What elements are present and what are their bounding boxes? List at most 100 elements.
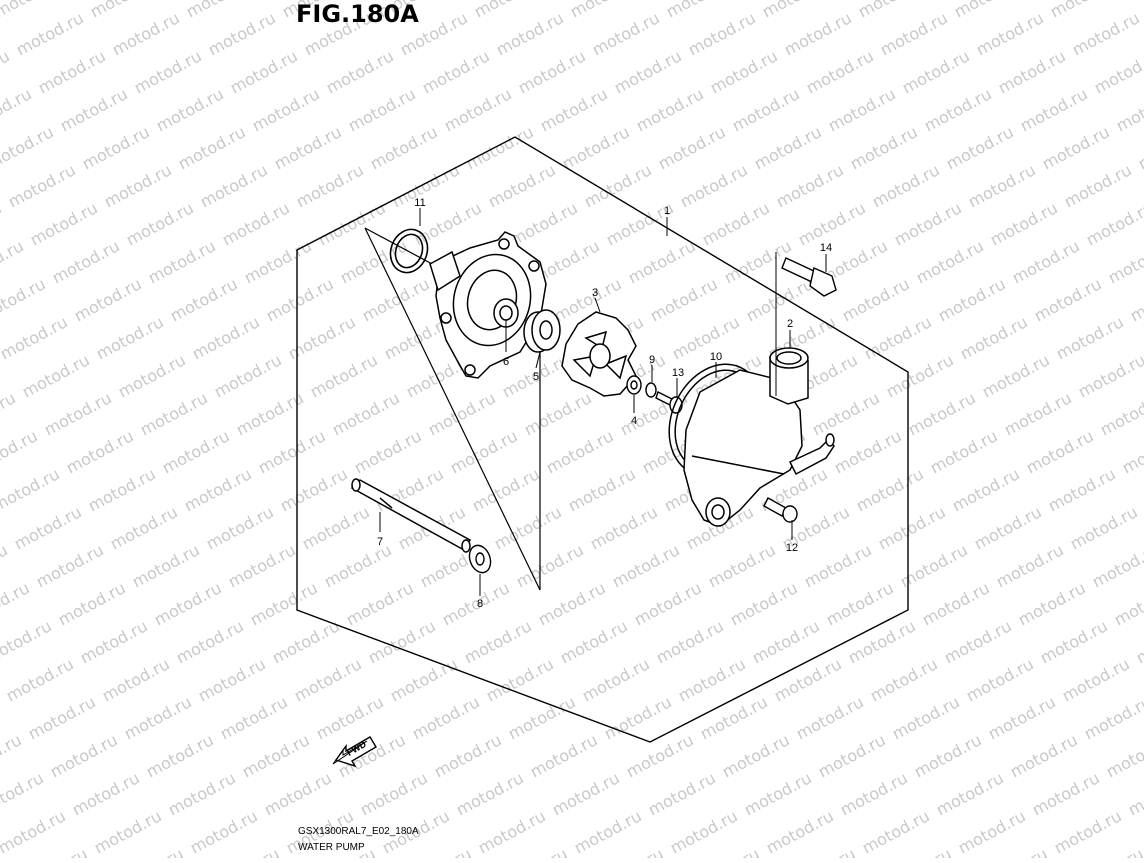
watermark-text: motod.ru	[203, 502, 277, 553]
watermark-text: motod.ru	[855, 0, 929, 22]
watermark-text: motod.ru	[205, 8, 279, 59]
watermark-text: motod.ru	[1097, 388, 1144, 439]
watermark-text: motod.ru	[321, 540, 395, 591]
watermark-text: motod.ru	[69, 768, 143, 819]
watermark-text: motod.ru	[57, 84, 131, 135]
impeller-part-3	[561, 311, 637, 397]
watermark-text: motod.ru	[137, 388, 211, 439]
watermark-text: motod.ru	[491, 502, 565, 553]
watermark-text: motod.ru	[1111, 578, 1144, 629]
watermark-text: motod.ru	[689, 844, 763, 858]
watermark-text: motod.ru	[271, 122, 345, 173]
watermark-text: motod.ru	[1045, 464, 1119, 515]
watermark-text: motod.ru	[409, 692, 483, 743]
watermark-text: motod.ru	[1103, 730, 1144, 781]
watermark-text: motod.ru	[1037, 616, 1111, 667]
watermark-text: motod.ru	[803, 46, 877, 97]
washer-part-4	[626, 375, 642, 395]
watermark-text: motod.ru	[187, 806, 261, 857]
watermark-text: motod.ru	[973, 8, 1047, 59]
oring-part-11	[389, 228, 429, 274]
watermark-text: motod.ru	[0, 806, 69, 857]
watermark-text: motod.ru	[0, 0, 65, 22]
watermark-text: motod.ru	[483, 654, 557, 705]
watermark-text: motod.ru	[699, 198, 773, 249]
callout-4: 4	[631, 415, 637, 427]
watermark-text: motod.ru	[41, 388, 115, 439]
watermark-text: motod.ru	[889, 692, 963, 743]
watermark-text: motod.ru	[0, 388, 19, 439]
watermark-text: motod.ru	[759, 0, 833, 22]
watermark-text: motod.ru	[633, 84, 707, 135]
watermark-text: motod.ru	[165, 768, 239, 819]
watermark-text: motod.ru	[123, 198, 197, 249]
watermark-text: motod.ru	[919, 578, 993, 629]
watermark-text: motod.ru	[899, 46, 973, 97]
watermark-text: motod.ru	[85, 464, 159, 515]
watermark-text: motod.ru	[727, 578, 801, 629]
watermark-text: motod.ru	[99, 654, 173, 705]
watermark-text: motod.ru	[219, 198, 293, 249]
callout-8: 8	[477, 598, 483, 610]
watermark-text: motod.ru	[847, 122, 921, 173]
watermark-text: motod.ru	[825, 84, 899, 135]
watermark-text: motod.ru	[0, 426, 41, 477]
watermark-text: motod.ru	[227, 46, 301, 97]
watermark-text: motod.ru	[1075, 350, 1144, 401]
watermark-text: motod.ru	[255, 426, 329, 477]
watermark-text: motod.ru	[743, 274, 817, 325]
watermark-text: motod.ru	[367, 122, 441, 173]
watermark-text: motod.ru	[1061, 160, 1135, 211]
watermark-text: motod.ru	[249, 84, 323, 135]
watermark-text: motod.ru	[729, 84, 803, 135]
bolt-part-12	[763, 497, 798, 523]
watermark-text: motod.ru	[1029, 768, 1103, 819]
watermark-text: motod.ru	[505, 692, 579, 743]
watermark-text: motod.ru	[839, 274, 913, 325]
watermark-text: motod.ru	[447, 426, 521, 477]
callout-14: 14	[820, 242, 832, 254]
watermark-text: motod.ru	[27, 198, 101, 249]
watermark-text: motod.ru	[1017, 84, 1091, 135]
watermark-text: motod.ru	[867, 654, 941, 705]
watermark-text: motod.ru	[921, 84, 995, 135]
watermark-text: motod.ru	[987, 198, 1061, 249]
watermark-text: motod.ru	[291, 654, 365, 705]
watermark-text: motod.ru	[995, 46, 1069, 97]
watermark-text: motod.ru	[167, 274, 241, 325]
watermark-text: motod.ru	[719, 730, 793, 781]
watermark-text: motod.ru	[173, 616, 247, 667]
callout-10: 10	[710, 351, 722, 363]
washer-part-8	[468, 544, 492, 574]
watermark-text: motod.ru	[861, 312, 935, 363]
watermark-text: motod.ru	[0, 464, 63, 515]
callout-5: 5	[533, 371, 539, 383]
watermark-text: motod.ru	[933, 768, 1007, 819]
watermark-text: motod.ru	[159, 426, 233, 477]
watermark-text: motod.ru	[537, 84, 611, 135]
watermark-text: motod.ru	[567, 0, 641, 22]
watermark-text: motod.ru	[0, 540, 11, 591]
watermark-text: motod.ru	[543, 426, 617, 477]
watermark-text: motod.ru	[831, 426, 905, 477]
watermark-text: motod.ru	[963, 654, 1037, 705]
watermark-text: motod.ru	[623, 730, 697, 781]
figure-title: FIG.180A	[296, 0, 419, 28]
shaft-part-7	[350, 478, 472, 553]
watermark-text: motod.ru	[721, 236, 795, 287]
watermark-text: motod.ru	[0, 616, 55, 667]
callout-12: 12	[786, 542, 798, 554]
watermark-text: motod.ru	[131, 46, 205, 97]
watermark-text: motod.ru	[0, 768, 47, 819]
watermark-text: motod.ru	[181, 464, 255, 515]
watermark-text: motod.ru	[763, 806, 837, 857]
watermark-text: motod.ru	[705, 540, 779, 591]
watermark-text: motod.ru	[419, 46, 493, 97]
watermark-text: motod.ru	[77, 616, 151, 667]
watermark-text: motod.ru	[35, 46, 109, 97]
watermark-text: motod.ru	[87, 0, 161, 22]
watermark-text: motod.ru	[461, 616, 535, 667]
